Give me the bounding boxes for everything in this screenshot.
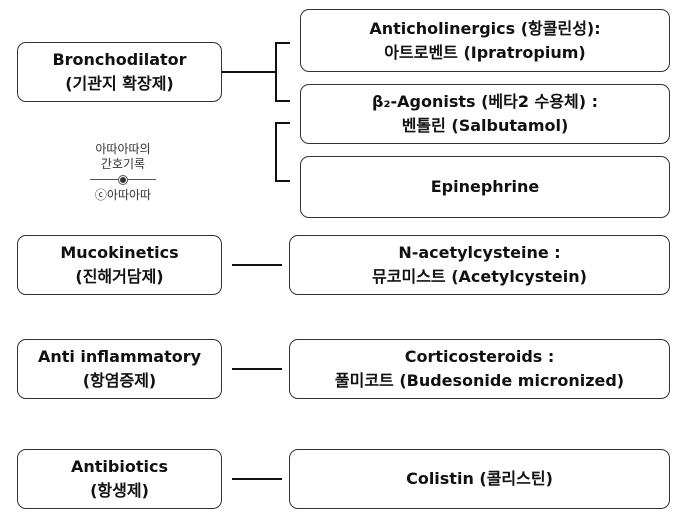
drug-anticholinergics-label: Anticholinergics (항콜린성): [369,18,601,38]
drug-colistin-label: Colistin (콜리스틴) [406,469,553,488]
bracket-upper-vertical [275,42,277,102]
category-antibiotics: Antibiotics (항생제) [17,449,222,509]
watermark-dot-icon [119,176,127,184]
category-bronchodilator: Bronchodilator (기관지 확장제) [17,42,222,102]
category-anti-inflammatory-korean: (항염증제) [82,371,157,390]
watermark-logo: 아따아따의 간호기록 ⓒ아따아따 [78,142,168,203]
drug-n-acetylcysteine: N-acetylcysteine : 뮤코미스트 (Acetylcystein) [289,235,670,295]
drug-anticholinergics: Anticholinergics (항콜린성): 아트로벤트 (Ipratrop… [300,9,670,72]
category-mucokinetics: Mucokinetics (진해거담제) [17,235,222,295]
drug-beta2-agonists-example: 벤톨린 (Salbutamol) [401,116,569,135]
connector-anti-inflammatory [232,368,282,370]
connector-bronchodilator-stem [222,71,276,73]
watermark-line3: ⓒ아따아따 [94,188,152,202]
bracket-lower-top-tick [275,122,290,124]
bracket-upper-bottom-tick [275,100,290,102]
bracket-upper-top-tick [275,42,290,44]
drug-beta2-agonists: β₂-Agonists (베타2 수용체) : 벤톨린 (Salbutamol) [300,84,670,144]
bracket-lower-bottom-tick [275,180,290,182]
drug-colistin: Colistin (콜리스틴) [289,449,670,509]
drug-corticosteroids-example: 풀미코트 (Budesonide micronized) [334,371,625,390]
drug-corticosteroids-label: Corticosteroids : [404,347,555,366]
category-antibiotics-korean: (항생제) [90,481,149,500]
drug-n-acetylcysteine-example: 뮤코미스트 (Acetylcystein) [372,267,587,286]
category-anti-inflammatory-label: Anti inflammatory [37,347,202,366]
category-anti-inflammatory: Anti inflammatory (항염증제) [17,339,222,399]
drug-epinephrine-label: Epinephrine [430,177,540,196]
watermark-line1: 아따아따의 [95,142,151,156]
category-mucokinetics-label: Mucokinetics [60,243,179,262]
drug-corticosteroids: Corticosteroids : 풀미코트 (Budesonide micro… [289,339,670,399]
connector-antibiotics [232,478,282,480]
category-bronchodilator-label: Bronchodilator [52,50,187,69]
connector-mucokinetics [232,264,282,266]
drug-n-acetylcysteine-label: N-acetylcysteine : [398,243,561,262]
category-antibiotics-label: Antibiotics [71,457,168,476]
category-mucokinetics-korean: (진해거담제) [75,267,164,286]
watermark-divider [78,174,168,186]
drug-anticholinergics-example: 아트로벤트 (Ipratropium) [384,42,586,62]
drug-epinephrine: Epinephrine [300,156,670,218]
bracket-lower-vertical [275,122,277,182]
category-bronchodilator-korean: (기관지 확장제) [65,74,174,93]
drug-beta2-agonists-label: β₂-Agonists (베타2 수용체) : [372,92,598,111]
watermark-line2: 간호기록 [100,157,146,171]
